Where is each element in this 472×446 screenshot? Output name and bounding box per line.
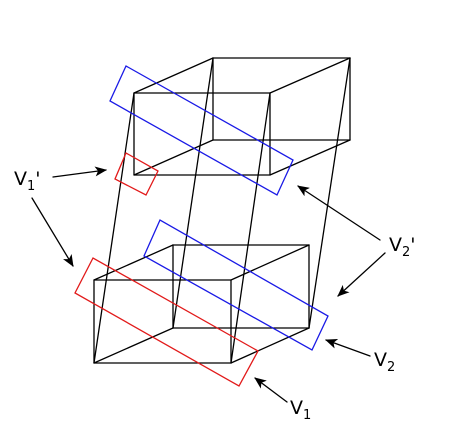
shear-edge-front-right (230, 92, 271, 364)
shear-connectors (93, 57, 351, 364)
v1-prime-red-rectangle (114, 152, 159, 196)
lower-box-connector-top-left (93, 244, 174, 281)
upper-box (133, 57, 351, 176)
label-v2-prime: V2' (389, 234, 416, 260)
shear-edge-back-left (172, 57, 214, 329)
arrow-v2-prime-to-upper-rect (297, 185, 381, 241)
arrow-v2-prime-to-lower-rect (337, 252, 386, 297)
label-v1-prime: V1' (14, 168, 41, 194)
arrow-v1-prime-to-small-rect (52, 166, 107, 178)
lower-box-connector-top-right (230, 244, 310, 281)
v2-blue-rectangle (143, 219, 329, 351)
v1-red-rectangle (74, 257, 259, 387)
lower-box-connector-bottom-left (93, 327, 174, 364)
lower-box-connector-bottom-right (230, 327, 310, 364)
arrows (31, 166, 386, 403)
upper-box-connector-top-left (133, 57, 214, 94)
arrow-v1-prime-to-large-rect (31, 197, 74, 267)
lower-box (93, 244, 310, 364)
upper-box-connector-top-right (269, 57, 351, 94)
label-v2: V2 (374, 349, 395, 375)
v2-prime-blue-rectangle (109, 65, 294, 196)
shear-edge-front-left (93, 92, 135, 364)
upper-box-connector-bottom-left (133, 139, 214, 176)
upper-box-connector-bottom-right (269, 139, 351, 176)
label-v1: V1 (290, 397, 311, 423)
arrow-v2-to-rect (325, 339, 371, 357)
shear-edge-back-right (308, 57, 351, 329)
arrow-v1-to-rect (254, 377, 288, 403)
